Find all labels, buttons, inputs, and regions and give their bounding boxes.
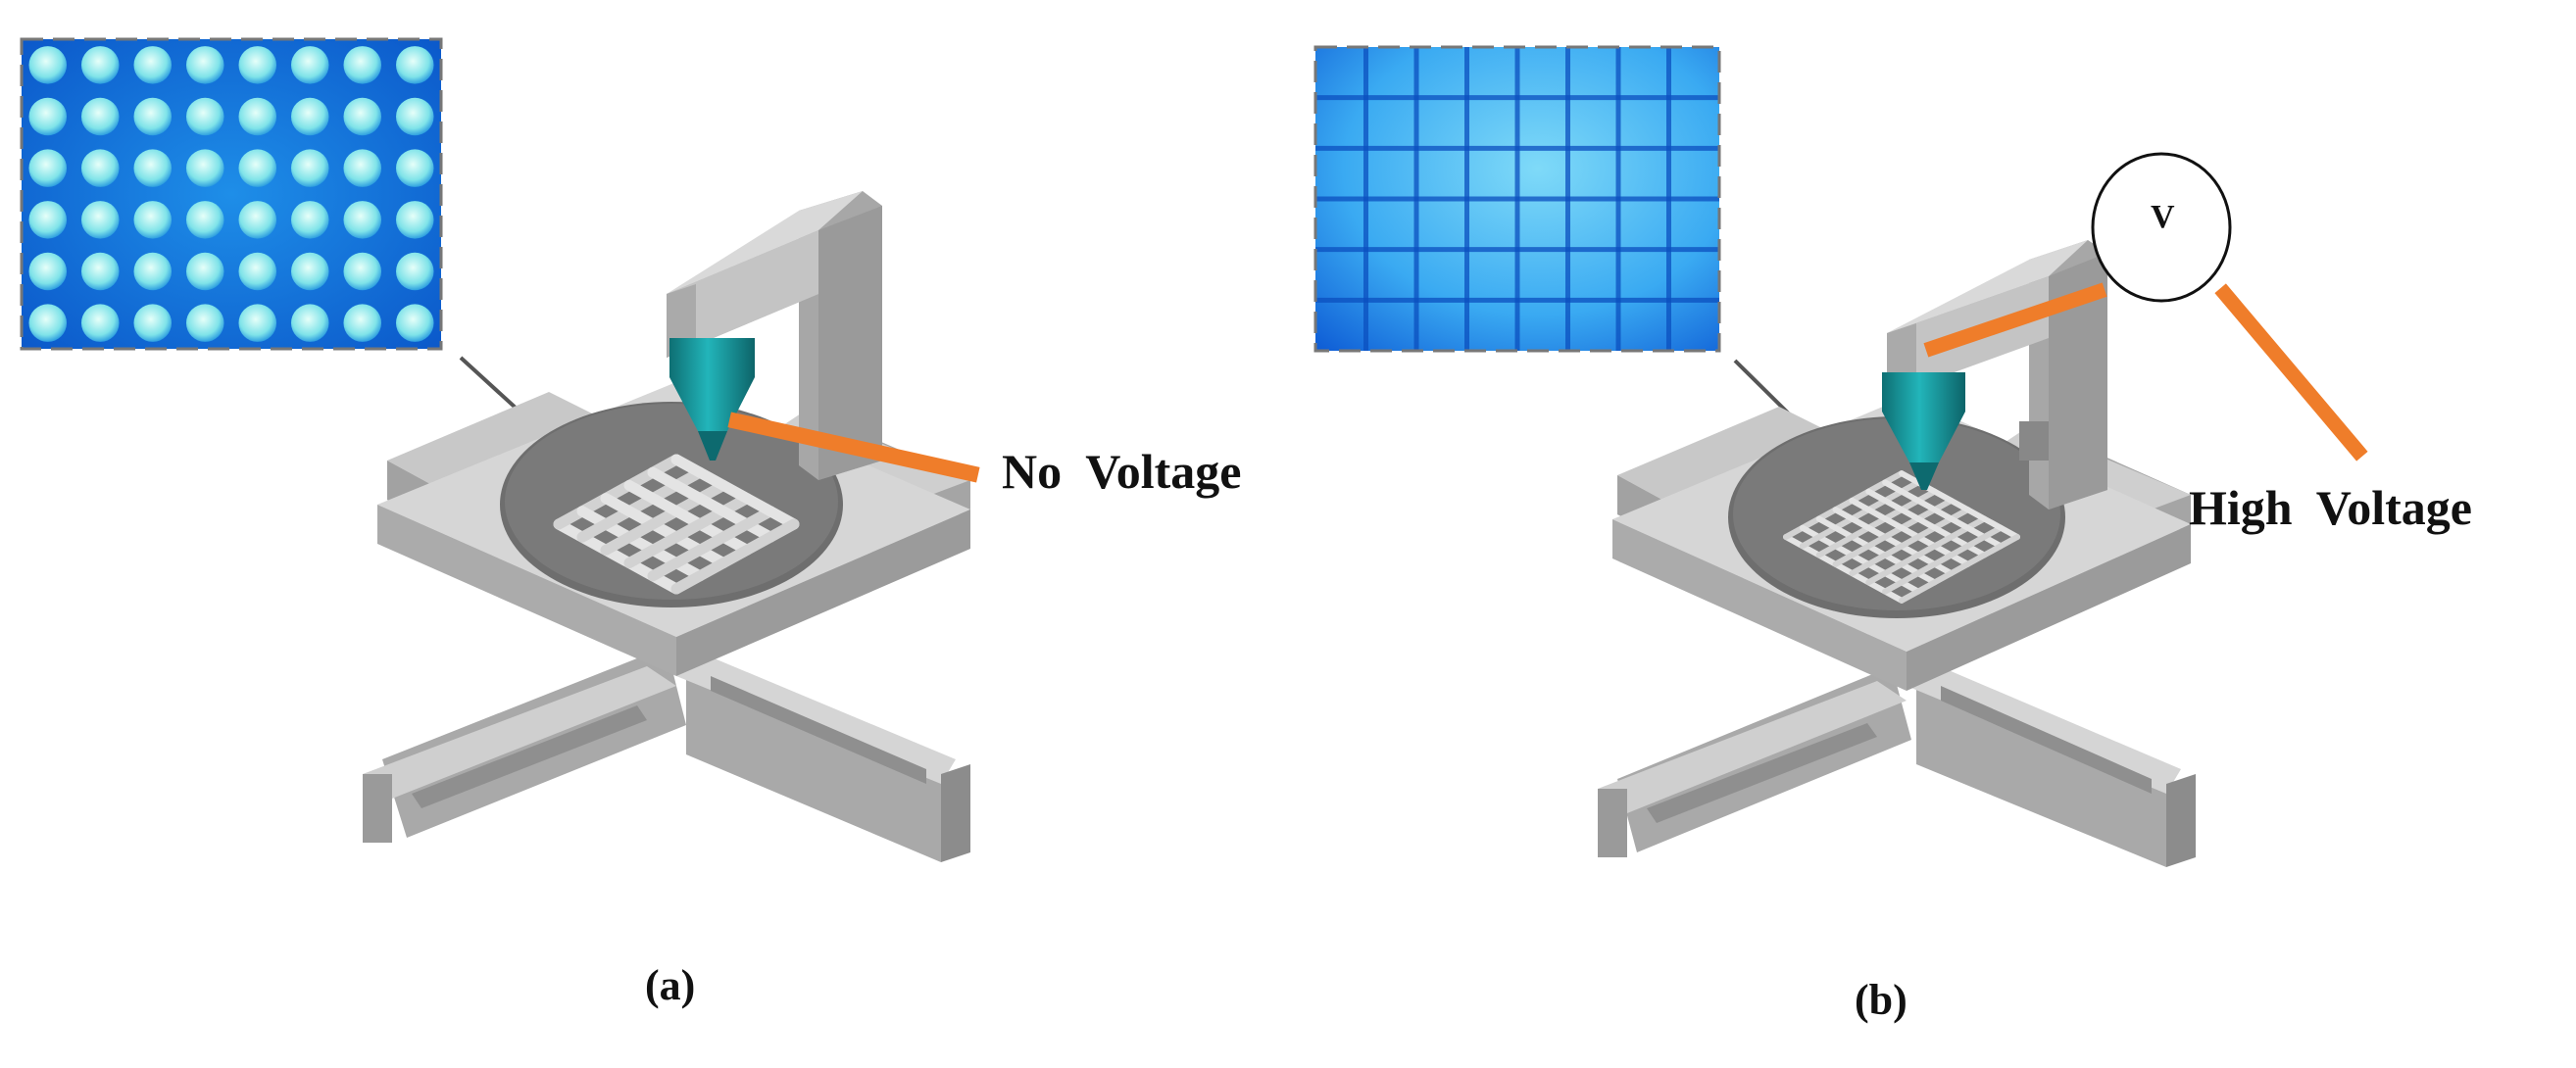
pore (80, 149, 120, 187)
pore-pattern (28, 46, 434, 342)
voltage-wire-b-nozzle (1923, 282, 2107, 358)
panel-caption-b: (b) (1855, 976, 1907, 1024)
pore (238, 149, 277, 187)
inset-image-a (20, 37, 443, 351)
pore (290, 201, 329, 239)
pore (343, 97, 382, 136)
pore (343, 201, 382, 239)
voltage-wire-a (727, 412, 980, 483)
pore (290, 304, 329, 342)
scaffold-strand (1882, 524, 2005, 595)
pore (343, 46, 382, 84)
pore (185, 201, 224, 239)
pore (185, 46, 224, 84)
pore (80, 201, 120, 239)
panel-caption-a: (a) (645, 961, 695, 1009)
pore (185, 149, 224, 187)
pore (395, 201, 434, 239)
scaffold-strand (1899, 534, 2020, 604)
pore (238, 46, 277, 84)
pore (133, 201, 173, 239)
pore (238, 97, 277, 136)
pore (133, 97, 173, 136)
callout-label-a: No Voltage (1002, 444, 1241, 499)
pore (28, 201, 68, 239)
pore (343, 252, 382, 291)
pore (28, 304, 68, 342)
pore (395, 304, 434, 342)
pore (80, 46, 120, 84)
pore (290, 252, 329, 291)
callout-label-b: High Voltage (2189, 480, 2472, 535)
pore (28, 149, 68, 187)
pore (290, 97, 329, 136)
printed-scaffold-b (1783, 470, 2020, 604)
inset-image-b (1313, 45, 1721, 353)
pore (28, 46, 68, 84)
pore (28, 97, 68, 136)
pore (80, 97, 120, 136)
pore (28, 252, 68, 291)
scaffold-strand (670, 518, 800, 595)
voltage-wire-b-ground (2214, 283, 2368, 461)
voltmeter: V (2091, 152, 2232, 303)
voltmeter-symbol: V (2151, 199, 2175, 235)
pore (133, 304, 173, 342)
pore (80, 252, 120, 291)
grid-pattern (1315, 47, 1719, 351)
print-nozzle-b (1882, 372, 1965, 490)
pore (343, 149, 382, 187)
pore (133, 46, 173, 84)
panel-b: V High Voltage (b) (1313, 45, 2472, 1024)
pore (395, 46, 434, 84)
pore (290, 46, 329, 84)
pore (133, 149, 173, 187)
pore (80, 304, 120, 342)
pore (185, 252, 224, 291)
panel-a: No Voltage (a) (20, 37, 1241, 1009)
voltmeter-circle (2091, 152, 2232, 303)
scaffold-strand (647, 506, 776, 582)
pore (343, 304, 382, 342)
pore (238, 252, 277, 291)
pore (238, 201, 277, 239)
pore (133, 252, 173, 291)
pore (290, 149, 329, 187)
pore (185, 304, 224, 342)
printed-scaffold-a (553, 454, 800, 595)
pore (395, 252, 434, 291)
pore (395, 149, 434, 187)
pore (238, 304, 277, 342)
pore (395, 97, 434, 136)
scaffold-strand (670, 454, 800, 530)
pore (185, 97, 224, 136)
